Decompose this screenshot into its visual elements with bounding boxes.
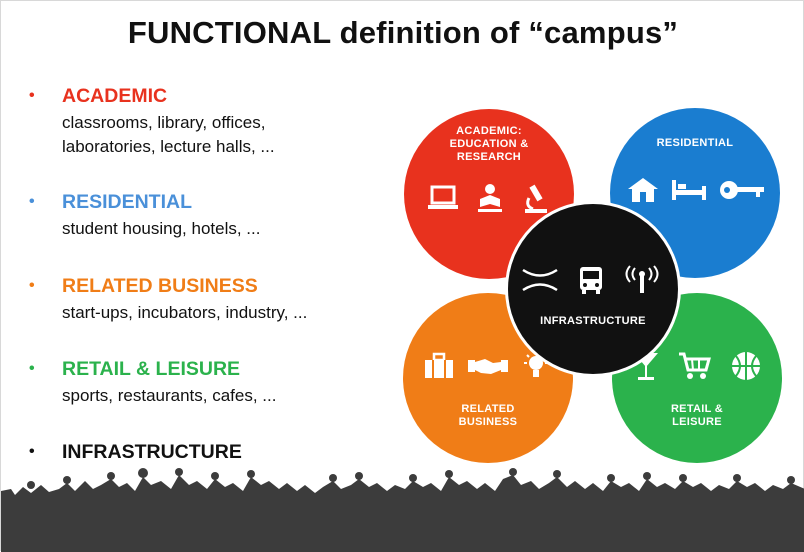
category-heading: RELATED BUSINESS [62, 275, 258, 297]
microscope-icon [525, 184, 547, 213]
reading-person-icon [477, 184, 502, 212]
infrastructure-circle: INFRASTRUCTURE [508, 204, 678, 374]
lightbulb-icon [524, 351, 548, 377]
retail-icons [632, 349, 762, 383]
laptop-icon [428, 185, 458, 209]
bullet: • [29, 193, 35, 210]
academic-label: ACADEMIC: EDUCATION & RESEARCH [449, 125, 529, 163]
crowd-silhouette [1, 468, 804, 552]
residential-label: RESIDENTIAL [656, 137, 734, 149]
handshake-icon [468, 359, 508, 374]
bullet: • [29, 277, 35, 294]
key-icon [720, 181, 764, 199]
house-icon [628, 178, 658, 202]
category-heading: INFRASTRUCTURE [62, 441, 242, 463]
category-heading: RETAIL & LEISURE [62, 358, 241, 380]
retail-label: RETAIL & LEISURE [670, 403, 724, 428]
business-label: RELATED BUSINESS [458, 403, 518, 428]
slide-title: FUNCTIONAL definition of “campus” [127, 15, 679, 50]
bed-icon [672, 180, 706, 200]
antenna-icon [625, 265, 659, 293]
academic-icons [426, 181, 551, 215]
business-icons [423, 349, 551, 383]
campus-diagram: ACADEMIC: EDUCATION & RESEARCH [397, 101, 793, 463]
bullet: • [29, 360, 35, 377]
category-description: student housing, hotels, ... [62, 219, 261, 238]
bridge-icon [522, 268, 558, 292]
bullet: • [29, 443, 35, 460]
infrastructure-icons [522, 264, 660, 296]
bullet: • [29, 87, 35, 104]
residential-icons [626, 174, 766, 206]
basketball-icon [732, 352, 760, 380]
infrastructure-label: INFRASTRUCTURE [540, 315, 646, 327]
shopping-cart-icon [679, 352, 711, 379]
bus-icon [580, 267, 602, 294]
category-description: sports, restaurants, cafes, ... [62, 386, 277, 405]
category-heading: RESIDENTIAL [62, 191, 193, 213]
category-description: start-ups, incubators, industry, ... [62, 303, 308, 322]
category-description: classrooms, library, offices, laboratori… [62, 113, 275, 156]
briefcase-icon [425, 352, 453, 378]
category-heading: ACADEMIC [62, 85, 168, 107]
